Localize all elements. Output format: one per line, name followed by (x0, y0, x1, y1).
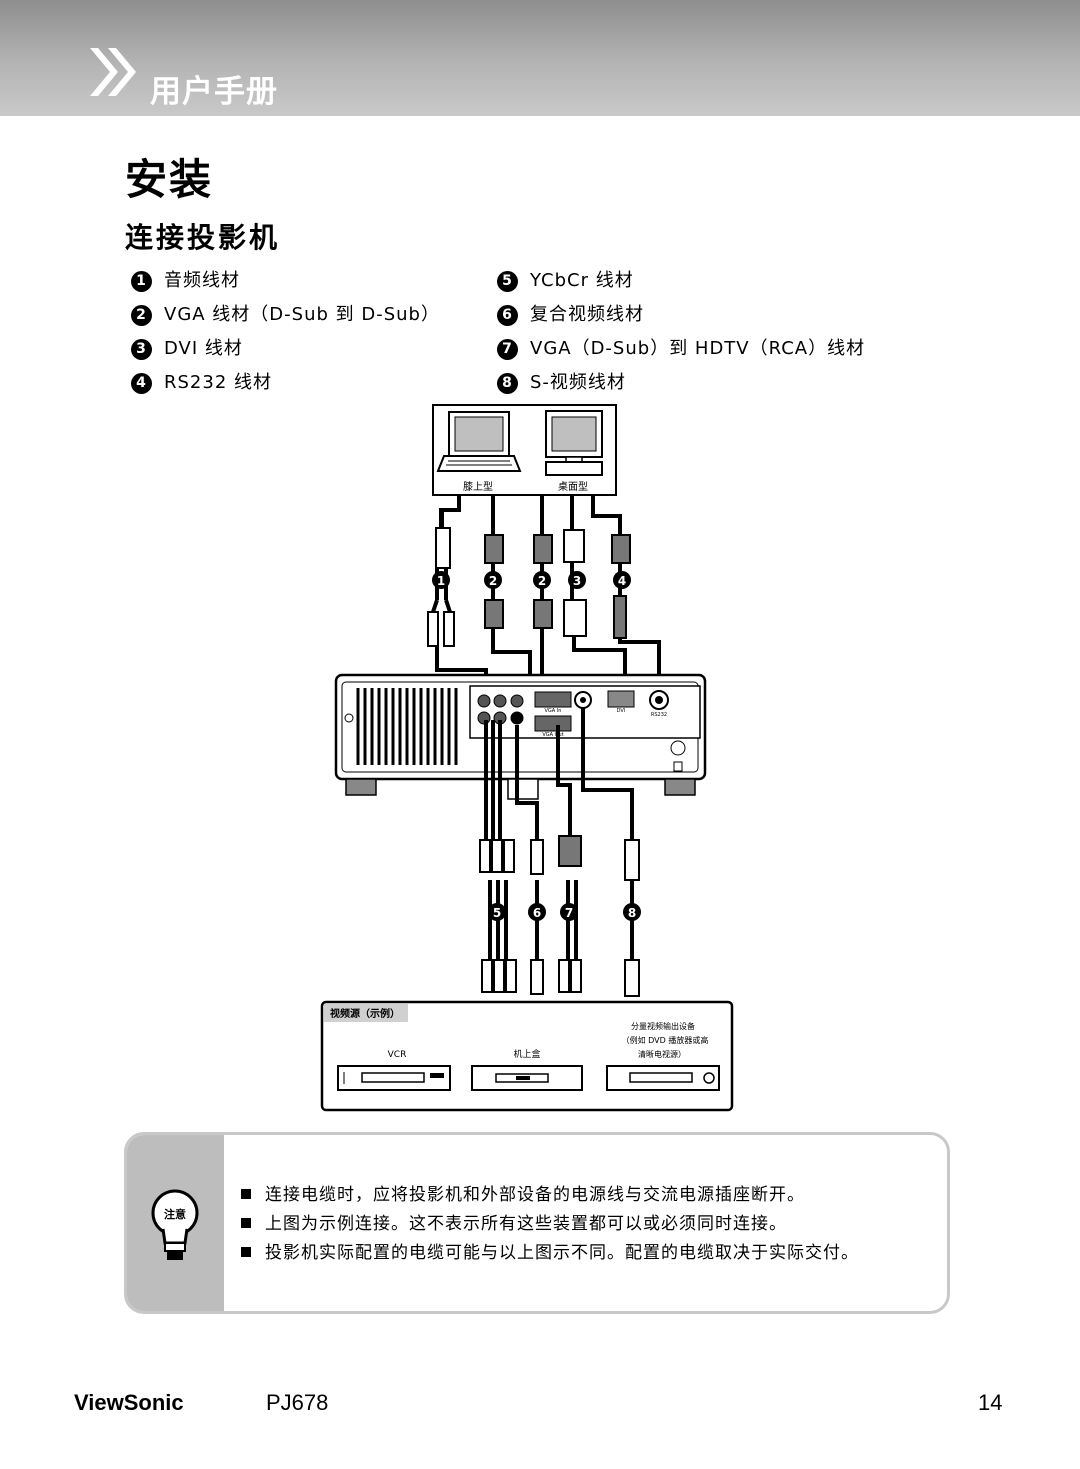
vcr-label: VCR (388, 1050, 407, 1060)
bullet-square-icon (241, 1247, 251, 1257)
legend-item: 1 音频线材 (131, 266, 240, 292)
connector-heads (427, 510, 631, 647)
bullet-square-icon (241, 1218, 251, 1228)
svg-text:2: 2 (538, 574, 546, 588)
number-badge: 6 (497, 305, 518, 326)
set-top-box-label: 机上盒 (513, 1048, 540, 1060)
component-device-label: （例如 DVD 播放器或高 (622, 1035, 709, 1045)
svg-text:8: 8 (628, 906, 636, 920)
legend-label: RS232 线材 (164, 372, 273, 393)
svg-text:1: 1 (437, 574, 445, 588)
component-device-label: 分量视频输出设备 (631, 1021, 695, 1031)
svg-text:3: 3 (573, 574, 581, 588)
number-badge: 4 (131, 373, 152, 394)
footer-brand: ViewSonic (74, 1390, 184, 1415)
page-title: 安装 (125, 155, 214, 204)
legend-item: 2 VGA 线材（D-Sub 到 D-Sub） (131, 300, 440, 326)
note-text: 投影机实际配置的电缆可能与以上图示不同。配置的电缆取决于实际交付。 (265, 1243, 859, 1263)
desktop-label: 桌面型 (558, 480, 588, 493)
legend-item: 3 DVI 线材 (131, 334, 243, 360)
note-list: 连接电缆时，应将投影机和外部设备的电源线与交流电源插座断开。 上图为示例连接。这… (241, 1181, 859, 1268)
note-item: 连接电缆时，应将投影机和外部设备的电源线与交流电源插座断开。 (241, 1181, 859, 1210)
header-title: 用户手册 (150, 74, 278, 110)
number-badge: 1 (131, 271, 152, 292)
number-badge: 3 (131, 339, 152, 360)
laptop-icon (436, 411, 522, 472)
number-badge: 7 (497, 339, 518, 360)
svg-text:VGA Out: VGA Out (542, 732, 563, 738)
legend-item: 8 S-视频线材 (497, 368, 626, 394)
legend-label: DVI 线材 (164, 338, 243, 359)
note-badge: 注意 (164, 1207, 186, 1221)
legend-label: 音频线材 (164, 270, 240, 291)
note-item: 上图为示例连接。这不表示所有这些装置都可以或必须同时连接。 (241, 1210, 859, 1239)
legend-label: S-视频线材 (530, 372, 626, 393)
svg-text:6: 6 (533, 906, 541, 920)
desktop-computer-icon (545, 410, 603, 476)
svg-text:5: 5 (493, 906, 501, 920)
lower-number-markers: 5 6 7 8 (488, 903, 641, 921)
legend-item: 7 VGA（D-Sub）到 HDTV（RCA）线材 (497, 334, 865, 360)
legend-label: VGA 线材（D-Sub 到 D-Sub） (164, 304, 440, 325)
vcr-icon (337, 1065, 451, 1091)
laptop-label: 膝上型 (463, 480, 493, 493)
lower-connector-heads (479, 835, 640, 997)
component-device-label: 清晰电视源） (638, 1049, 686, 1059)
svg-text:VGA In: VGA In (545, 708, 562, 714)
number-badge: 2 (131, 305, 152, 326)
dvd-player-icon (606, 1065, 720, 1091)
footer-model: PJ678 (266, 1390, 329, 1415)
page-number: 14 (978, 1390, 1003, 1415)
legend-item: 6 复合视频线材 (497, 300, 644, 326)
number-badge: 8 (497, 373, 518, 394)
legend-label: YCbCr 线材 (530, 270, 634, 291)
legend-label: VGA（D-Sub）到 HDTV（RCA）线材 (530, 338, 866, 359)
section-subtitle: 连接投影机 (125, 221, 281, 254)
note-item: 投影机实际配置的电缆可能与以上图示不同。配置的电缆取决于实际交付。 (241, 1239, 859, 1268)
svg-text:4: 4 (618, 574, 626, 588)
lightbulb-icon: 注意 (151, 1189, 199, 1260)
note-box: 注意 连接电缆时，应将投影机和外部设备的电源线与交流电源插座断开。 上图为示例连… (124, 1132, 950, 1314)
legend-label: 复合视频线材 (530, 304, 644, 325)
upper-cables (431, 496, 661, 690)
legend-item: 5 YCbCr 线材 (497, 266, 634, 292)
upper-number-markers: 1 2 2 3 4 (432, 571, 631, 589)
note-text: 连接电缆时，应将投影机和外部设备的电源线与交流电源插座断开。 (265, 1185, 805, 1205)
lower-cables (484, 708, 634, 960)
svg-text:7: 7 (565, 906, 573, 920)
svg-text:RS232: RS232 (651, 712, 667, 718)
projector-rear-panel: VGA In VGA Out DVI RS232 (334, 673, 707, 800)
set-top-box-icon (471, 1065, 583, 1091)
computer-box (432, 404, 617, 496)
legend-item: 4 RS232 线材 (131, 368, 272, 394)
number-badge: 5 (497, 271, 518, 292)
video-source-title-bg (324, 1004, 408, 1022)
svg-text:DVI: DVI (617, 708, 626, 714)
note-text: 上图为示例连接。这不表示所有这些装置都可以或必须同时连接。 (265, 1214, 787, 1234)
chevron-logo-icon (90, 48, 136, 96)
svg-text:2: 2 (489, 574, 497, 588)
bullet-square-icon (241, 1189, 251, 1199)
video-source-title: 视频源（示例） (330, 1007, 400, 1020)
header-bar (0, 0, 1080, 116)
